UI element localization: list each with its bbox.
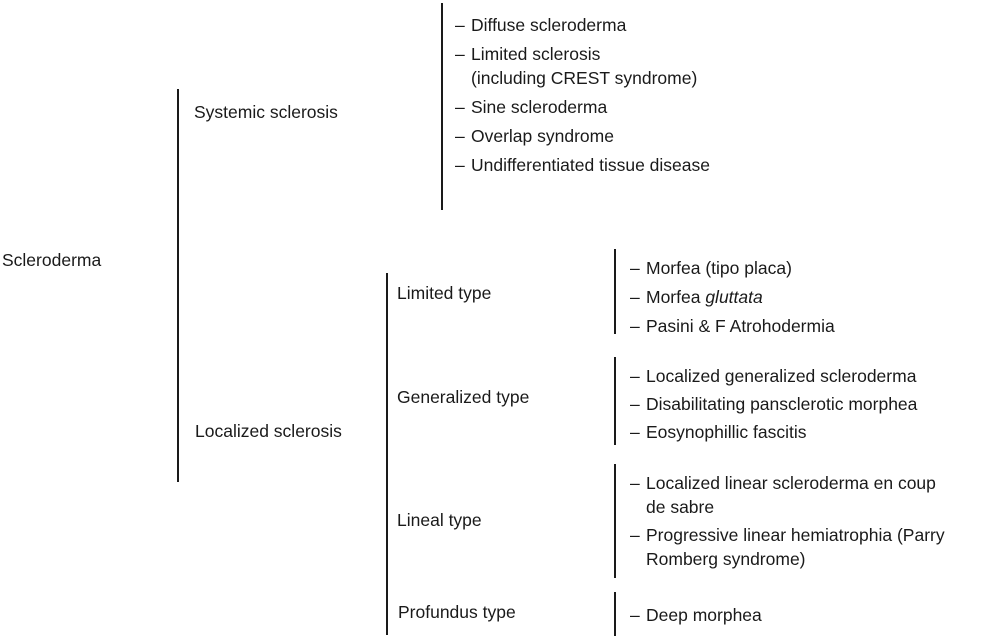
- root-label: Scleroderma: [2, 250, 102, 270]
- leaf-line: Pasini & F Atrohodermia: [646, 316, 835, 336]
- limited-children-list: – Morfea (tipo placa) – Morfea gluttata …: [630, 256, 835, 338]
- leaf-text: Progressive linear hemiatrophia (Parry R…: [646, 523, 945, 571]
- leaf-text: Localized generalized scleroderma: [646, 364, 916, 388]
- leaf-line: Eosynophillic fascitis: [646, 422, 807, 442]
- systemic-children-list: – Diffuse scleroderma – Limited sclerosi…: [455, 13, 710, 177]
- limited-type-label: Limited type: [397, 283, 492, 303]
- leaf-item: – Overlap syndrome: [455, 124, 710, 148]
- leaf-item: – Sine scleroderma: [455, 95, 710, 119]
- bracket-localized-children: [386, 273, 388, 635]
- bracket-limited-children: [614, 249, 616, 334]
- dash-bullet: –: [630, 394, 640, 414]
- dash-bullet: –: [630, 316, 640, 336]
- leaf-text: Morfea gluttata: [646, 285, 763, 309]
- leaf-item: – Morfea (tipo placa): [630, 256, 835, 280]
- leaf-item: – Deep morphea: [630, 603, 762, 627]
- generalized-type-label: Generalized type: [397, 387, 530, 407]
- leaf-line: Limited sclerosis: [471, 44, 601, 64]
- dash-bullet: –: [630, 366, 640, 386]
- leaf-item: – Limited sclerosis (including CREST syn…: [455, 42, 710, 90]
- dash-bullet: –: [630, 258, 640, 278]
- profundus-children-list: – Deep morphea: [630, 603, 762, 627]
- leaf-line: Romberg syndrome): [646, 549, 806, 569]
- bracket-root-children: [177, 89, 179, 482]
- lineal-type-label: Lineal type: [397, 510, 482, 530]
- dash-bullet: –: [630, 473, 640, 493]
- leaf-item: – Morfea gluttata: [630, 285, 835, 309]
- dash-bullet: –: [630, 422, 640, 442]
- systemic-sclerosis-label: Systemic sclerosis: [194, 102, 338, 122]
- dash-bullet: –: [630, 287, 640, 307]
- leaf-text: Deep morphea: [646, 603, 762, 627]
- leaf-line: Localized linear scleroderma en coup: [646, 473, 936, 493]
- leaf-line: Disabilitating pansclerotic morphea: [646, 394, 918, 414]
- leaf-line: Localized generalized scleroderma: [646, 366, 917, 386]
- dash-bullet: –: [455, 97, 465, 117]
- leaf-text: Morfea (tipo placa): [646, 256, 792, 280]
- leaf-item: – Localized generalized scleroderma: [630, 364, 917, 388]
- leaf-line: (including CREST syndrome): [471, 68, 698, 88]
- dash-bullet: –: [455, 155, 465, 175]
- dash-bullet: –: [455, 44, 465, 64]
- bracket-systemic-children: [441, 3, 443, 210]
- leaf-text: Overlap syndrome: [471, 124, 614, 148]
- leaf-text: Limited sclerosis (including CREST syndr…: [471, 42, 697, 90]
- leaf-line: Sine scleroderma: [471, 97, 608, 117]
- leaf-text: Disabilitating pansclerotic morphea: [646, 392, 917, 416]
- dash-bullet: –: [630, 525, 640, 545]
- leaf-text: Sine scleroderma: [471, 95, 607, 119]
- leaf-line: Undifferentiated tissue disease: [471, 155, 710, 175]
- dash-bullet: –: [455, 126, 465, 146]
- leaf-text: Eosynophillic fascitis: [646, 420, 806, 444]
- bracket-lineal-children: [614, 464, 616, 578]
- bracket-profundus-children: [614, 592, 616, 636]
- leaf-item: – Localized linear scleroderma en coup d…: [630, 471, 945, 519]
- leaf-text: Diffuse scleroderma: [471, 13, 626, 37]
- dash-bullet: –: [630, 605, 640, 625]
- leaf-line: de sabre: [646, 497, 715, 517]
- leaf-text: Undifferentiated tissue disease: [471, 153, 710, 177]
- bracket-generalized-children: [614, 357, 616, 445]
- leaf-item: – Disabilitating pansclerotic morphea: [630, 392, 917, 416]
- leaf-item: – Eosynophillic fascitis: [630, 420, 917, 444]
- generalized-children-list: – Localized generalized scleroderma – Di…: [630, 364, 917, 444]
- localized-sclerosis-label: Localized sclerosis: [195, 421, 342, 441]
- leaf-item: – Undifferentiated tissue disease: [455, 153, 710, 177]
- leaf-line: Diffuse scleroderma: [471, 15, 627, 35]
- leaf-item: – Progressive linear hemiatrophia (Parry…: [630, 523, 945, 571]
- leaf-line: Overlap syndrome: [471, 126, 614, 146]
- leaf-text: Pasini & F Atrohodermia: [646, 314, 835, 338]
- leaf-line: Deep morphea: [646, 605, 762, 625]
- profundus-type-label: Profundus type: [398, 602, 516, 622]
- leaf-line: Morfea (tipo placa): [646, 258, 792, 278]
- leaf-text-prefix: Morfea: [646, 287, 706, 307]
- leaf-text: Localized linear scleroderma en coup de …: [646, 471, 936, 519]
- leaf-line: Progressive linear hemiatrophia (Parry: [646, 525, 945, 545]
- dash-bullet: –: [455, 15, 465, 35]
- leaf-item: – Pasini & F Atrohodermia: [630, 314, 835, 338]
- leaf-text-italic: gluttata: [705, 287, 763, 307]
- leaf-item: – Diffuse scleroderma: [455, 13, 710, 37]
- lineal-children-list: – Localized linear scleroderma en coup d…: [630, 471, 945, 571]
